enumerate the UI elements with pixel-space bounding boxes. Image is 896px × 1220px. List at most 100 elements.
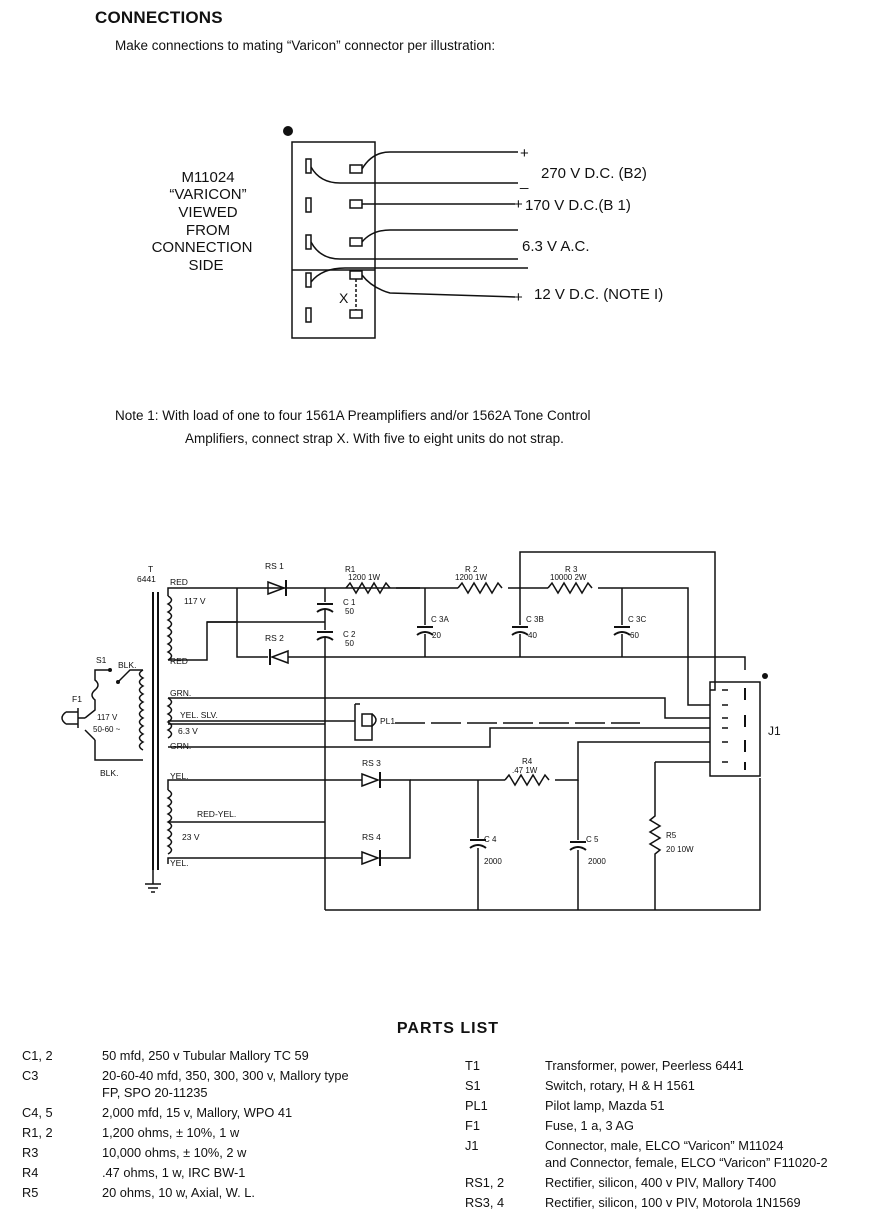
wire-yel-slv: YEL. SLV. xyxy=(180,710,218,720)
c4-value: 2000 xyxy=(484,857,502,866)
wire-grn-top: GRN. xyxy=(170,688,191,698)
part-desc: Rectifier, silicon, 400 v PIV, Mallory T… xyxy=(545,1175,777,1190)
filament-ct xyxy=(168,704,360,741)
wire-117v: 117 V xyxy=(184,596,206,606)
r2-zigzag xyxy=(457,581,503,595)
c3b-curve xyxy=(511,631,529,636)
contact-left-1 xyxy=(305,158,312,174)
fuse-f1-label: F1 xyxy=(72,694,82,704)
connector-caption-3: VIEWED xyxy=(178,204,237,221)
contact-left-5 xyxy=(305,307,312,323)
wire-red-yel: RED-YEL. xyxy=(197,809,236,819)
drawing-canvas: M11024 “VARICON” VIEWED FROM CONNECTION … xyxy=(61,126,781,911)
pilot-lamp-body xyxy=(361,713,373,727)
contact-left-3 xyxy=(305,234,312,250)
ac-plug xyxy=(61,708,85,728)
filament-coil xyxy=(166,697,173,739)
b1-out xyxy=(598,587,710,706)
r1-zigzag xyxy=(345,581,391,595)
wire-red-bottom: RED xyxy=(170,656,188,666)
part-ref: RS3, 4 xyxy=(465,1195,505,1210)
contact-left-4 xyxy=(305,272,312,288)
wire-270v xyxy=(361,151,518,170)
filament-lead-b xyxy=(168,727,710,748)
connector-body xyxy=(291,141,376,339)
wire-yel-top: YEL. xyxy=(170,771,188,781)
wire-270v-return xyxy=(310,166,518,184)
connections-instruction: Make connections to mating “Varicon” con… xyxy=(115,38,496,53)
rs2-diode xyxy=(269,649,289,665)
label-270v: 270 V D.C. (B2) xyxy=(541,165,647,182)
pilot-lamp-label: PL1 xyxy=(380,716,395,726)
c1-value: 50 xyxy=(345,607,354,616)
polarity-12v: + xyxy=(514,289,523,306)
c3a-value: 20 xyxy=(432,631,441,640)
wire-12v xyxy=(361,274,516,298)
part-ref: C4, 5 xyxy=(22,1105,53,1120)
r5-ref: R5 xyxy=(666,831,677,840)
part-ref: S1 xyxy=(465,1078,481,1093)
transformer-model: 6441 xyxy=(137,574,156,584)
v12-out xyxy=(555,741,710,781)
connections-heading: CONNECTIONS xyxy=(95,8,223,27)
c1-curve xyxy=(316,608,334,613)
lv-top-lead xyxy=(167,779,362,790)
part-desc: 2,000 mfd, 15 v, Mallory, WPO 41 xyxy=(102,1105,293,1120)
polarity-270v: + xyxy=(520,145,529,162)
contact-left-2 xyxy=(305,197,312,213)
r5-value: 20 10W xyxy=(666,845,694,854)
wire-grn-bottom: GRN. xyxy=(170,741,191,751)
lv-bottom-lead xyxy=(167,857,362,864)
rs4-label: RS 4 xyxy=(362,832,381,842)
rs2-label: RS 2 xyxy=(265,633,284,643)
rs-left-bus xyxy=(236,588,268,658)
part-desc: 1,200 ohms, ± 10%, 1 w xyxy=(102,1125,240,1140)
r3-ref: R 3 xyxy=(565,565,578,574)
c3c-value: 60 xyxy=(630,631,639,640)
contact-right-2 xyxy=(349,199,363,209)
r3-zigzag xyxy=(547,581,593,595)
primary-frequency: 50-60 ~ xyxy=(93,725,121,734)
r1-value: 1200 1W xyxy=(348,573,380,582)
j1-body xyxy=(709,681,761,777)
c2-ref: C 2 xyxy=(343,630,356,639)
power-supply-schematic: T 6441 RED 117 V RED BLK. BLK. 117 V 50-… xyxy=(61,551,781,911)
strap-x-label: X xyxy=(339,290,349,306)
r1-ref: R1 xyxy=(345,565,356,574)
part-desc: Switch, rotary, H & H 1561 xyxy=(545,1078,695,1093)
primary-voltage: 117 V xyxy=(97,713,118,722)
label-6v3: 6.3 V A.C. xyxy=(522,238,590,255)
j1-pin-marker xyxy=(762,673,768,679)
wire-6v3-a xyxy=(361,229,518,243)
wire-6v3-b xyxy=(310,241,518,260)
hv-bottom-lead xyxy=(168,621,237,661)
part-desc: 20-60-40 mfd, 350, 300, 300 v, Mallory t… xyxy=(102,1068,349,1100)
filament-lead-a xyxy=(168,697,710,719)
r5-resistor xyxy=(648,761,710,910)
part-ref: PL1 xyxy=(465,1098,488,1113)
c3c-ref: C 3C xyxy=(628,615,646,624)
part-desc: .47 ohms, 1 w, IRC BW-1 xyxy=(102,1165,246,1180)
c2-value: 50 xyxy=(345,639,354,648)
r2-value: 1200 1W xyxy=(455,573,487,582)
lv-rect-output xyxy=(380,779,411,859)
r4-ref: R4 xyxy=(522,757,533,766)
r4-value: .47 1W xyxy=(512,766,538,775)
r2-ref: R 2 xyxy=(465,565,478,574)
fuse-and-lead xyxy=(84,669,110,719)
lv-common-return xyxy=(325,778,761,911)
connector-caption-6: SIDE xyxy=(188,257,223,274)
rs3-label: RS 3 xyxy=(362,758,381,768)
hv-common-return xyxy=(325,656,746,670)
part-desc: Transformer, power, Peerless 6441 xyxy=(545,1058,744,1073)
pilot-lamp-bulb xyxy=(371,713,377,727)
part-desc: 50 mfd, 250 v Tubular Mallory TC 59 xyxy=(102,1048,309,1063)
